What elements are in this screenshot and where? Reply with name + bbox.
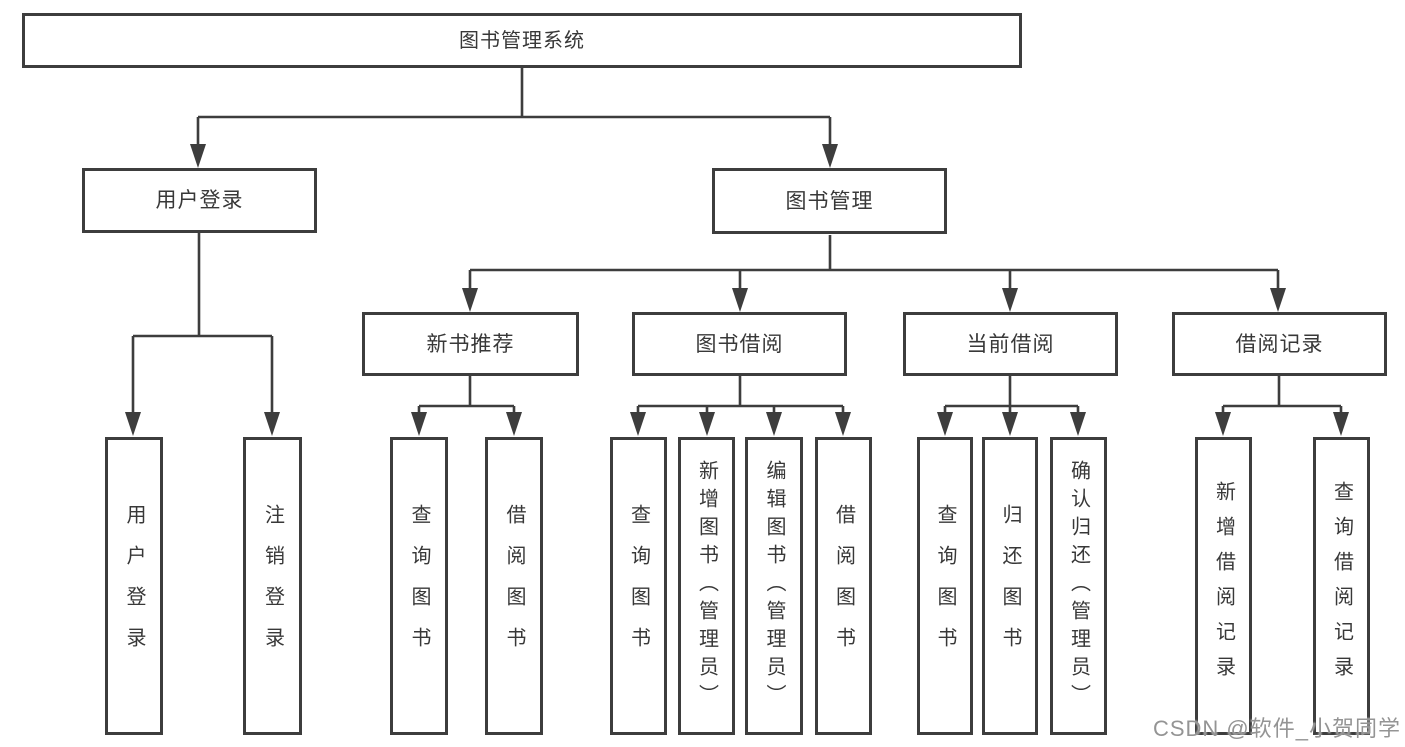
leaf-edit-books-admin: 编辑图书（管理员） xyxy=(745,437,803,735)
connector-new-book-recommend-to-leaves xyxy=(411,376,522,436)
leaf-label: 新增图书（管理员） xyxy=(695,460,718,712)
node-current-borrow: 当前借阅 xyxy=(903,312,1118,376)
leaf-query-books-borrow: 查询图书 xyxy=(610,437,667,735)
node-book-borrow: 图书借阅 xyxy=(632,312,847,376)
leaf-add-books-admin: 新增图书（管理员） xyxy=(678,437,735,735)
leaf-confirm-return-admin: 确认归还（管理员） xyxy=(1050,437,1107,735)
node-library-management-system: 图书管理系统 xyxy=(22,13,1022,68)
leaf-label: 归还图书 xyxy=(999,504,1021,668)
leaf-label: 查询借阅记录 xyxy=(1330,481,1353,691)
leaf-user-login: 用户登录 xyxy=(105,437,163,735)
leaf-query-borrow-record: 查询借阅记录 xyxy=(1313,437,1370,735)
leaf-label: 确认归还（管理员） xyxy=(1067,460,1090,712)
leaf-borrow-books-recommend: 借阅图书 xyxy=(485,437,543,735)
connector-borrow-records-to-leaves xyxy=(1215,376,1349,436)
leaf-label: 查询图书 xyxy=(408,504,430,668)
node-user-login: 用户登录 xyxy=(82,168,317,233)
connector-root-to-level2 xyxy=(190,68,838,168)
leaf-label: 编辑图书（管理员） xyxy=(763,460,785,712)
csdn-watermark: CSDN @软件_小贺同学 xyxy=(1152,716,1401,741)
leaf-return-books: 归还图书 xyxy=(982,437,1038,735)
leaf-label: 查询图书 xyxy=(934,504,956,668)
leaf-query-books-recommend: 查询图书 xyxy=(390,437,448,735)
connector-user-login-to-leaves xyxy=(125,232,280,436)
leaf-label: 注销登录 xyxy=(261,504,284,668)
connector-book-management-to-level3 xyxy=(462,235,1286,312)
node-new-book-recommend: 新书推荐 xyxy=(362,312,579,376)
leaf-label: 借阅图书 xyxy=(503,504,525,668)
leaf-label: 查询图书 xyxy=(627,504,650,668)
connector-current-borrow-to-leaves xyxy=(937,376,1086,436)
leaf-logout: 注销登录 xyxy=(243,437,302,735)
leaf-label: 借阅图书 xyxy=(832,504,855,668)
leaf-label: 用户登录 xyxy=(123,504,145,668)
node-book-management: 图书管理 xyxy=(712,168,947,234)
leaf-query-books-current: 查询图书 xyxy=(917,437,973,735)
leaf-add-borrow-record: 新增借阅记录 xyxy=(1195,437,1252,735)
node-borrow-records: 借阅记录 xyxy=(1172,312,1387,376)
leaf-label: 新增借阅记录 xyxy=(1212,481,1235,691)
leaf-borrow-books: 借阅图书 xyxy=(815,437,872,735)
connector-book-borrow-to-leaves xyxy=(630,376,851,436)
